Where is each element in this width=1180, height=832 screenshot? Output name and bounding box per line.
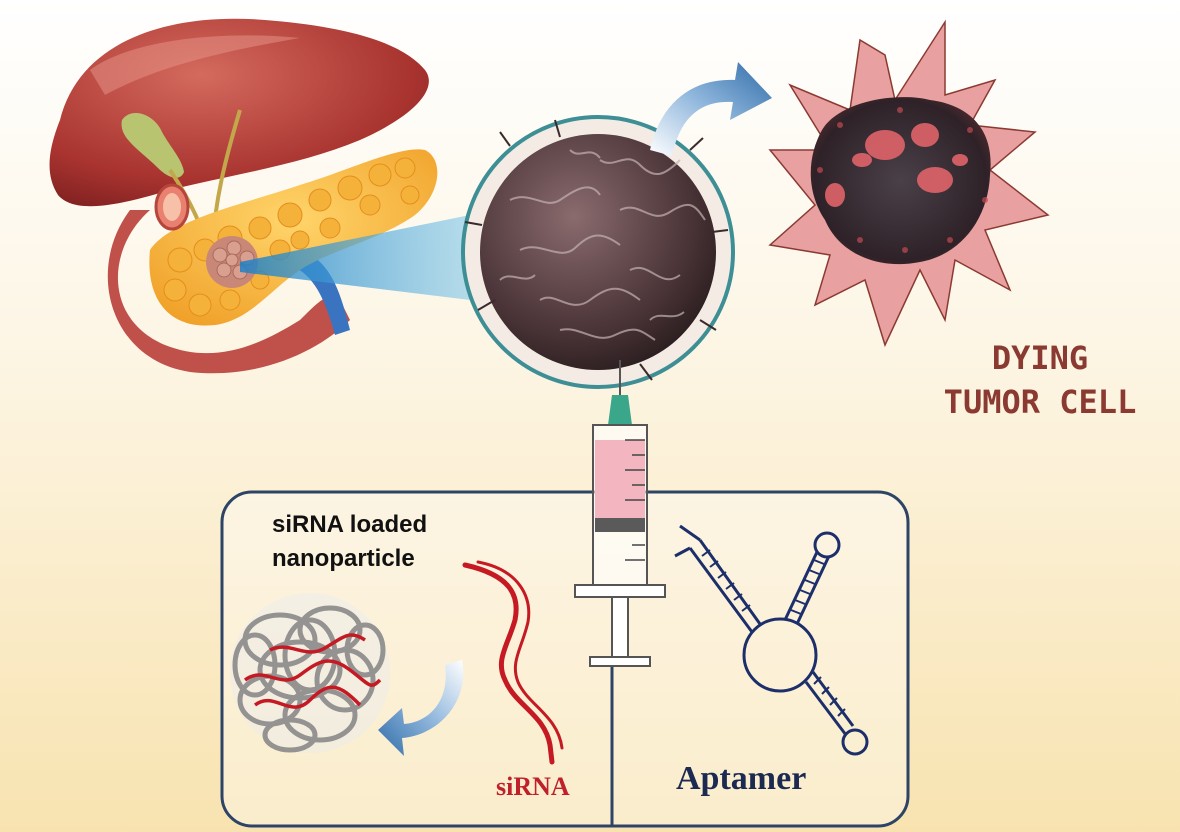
dying-label-line2: TUMOR CELL — [943, 383, 1137, 421]
gallbladder-shape — [121, 113, 184, 178]
dying-label-line1: DYING — [991, 339, 1089, 377]
pancreatic-tumor — [206, 236, 258, 288]
intestine-cross-section — [154, 183, 190, 231]
syringe-fluid — [595, 440, 645, 518]
nanoparticle-label-line2: nanoparticle — [272, 545, 415, 572]
cell-texture — [499, 149, 706, 341]
cell-microvilli — [464, 119, 729, 381]
liver-pancreas-illustration — [49, 18, 438, 374]
syringe-illustration — [574, 360, 666, 667]
aptamer-label: Aptamer — [676, 760, 807, 797]
liver-highlight — [90, 35, 300, 95]
sirna-strand — [462, 560, 564, 765]
nanoparticle-label: siRNA loaded nanoparticle — [272, 508, 427, 576]
tumor-cell-magnified — [461, 115, 735, 389]
sirna-label: siRNA — [496, 772, 570, 801]
syringe-plunger-seal — [595, 518, 645, 532]
aptamer-structure — [674, 524, 869, 756]
curved-arrow-to-dying-cell — [650, 62, 772, 156]
syringe-hub — [608, 395, 632, 425]
cancer-cell-body — [480, 134, 716, 370]
encapsulated-sirna — [243, 633, 382, 709]
loading-arrow — [378, 660, 464, 756]
aptamer-bottom-loop — [841, 728, 869, 756]
syringe-flange — [574, 584, 666, 598]
dying-cell-fragments — [825, 123, 968, 207]
dying-tumor-cell-label: DYING TUMOR CELL — [920, 336, 1160, 424]
syringe-thumb-rest — [589, 656, 651, 667]
dying-cell-body — [810, 97, 991, 265]
dying-tumor-cell — [768, 19, 1050, 348]
syringe-plunger-rod — [611, 596, 629, 658]
duodenum-shape — [107, 210, 351, 374]
zoom-beam — [240, 215, 470, 300]
nanoparticle-label-line1: siRNA loaded — [272, 511, 428, 538]
aptamer-central-loop — [742, 617, 818, 693]
syringe-scale — [625, 439, 645, 561]
nanoparticle-illustration — [230, 593, 390, 753]
dying-cell-speckles — [817, 107, 988, 253]
